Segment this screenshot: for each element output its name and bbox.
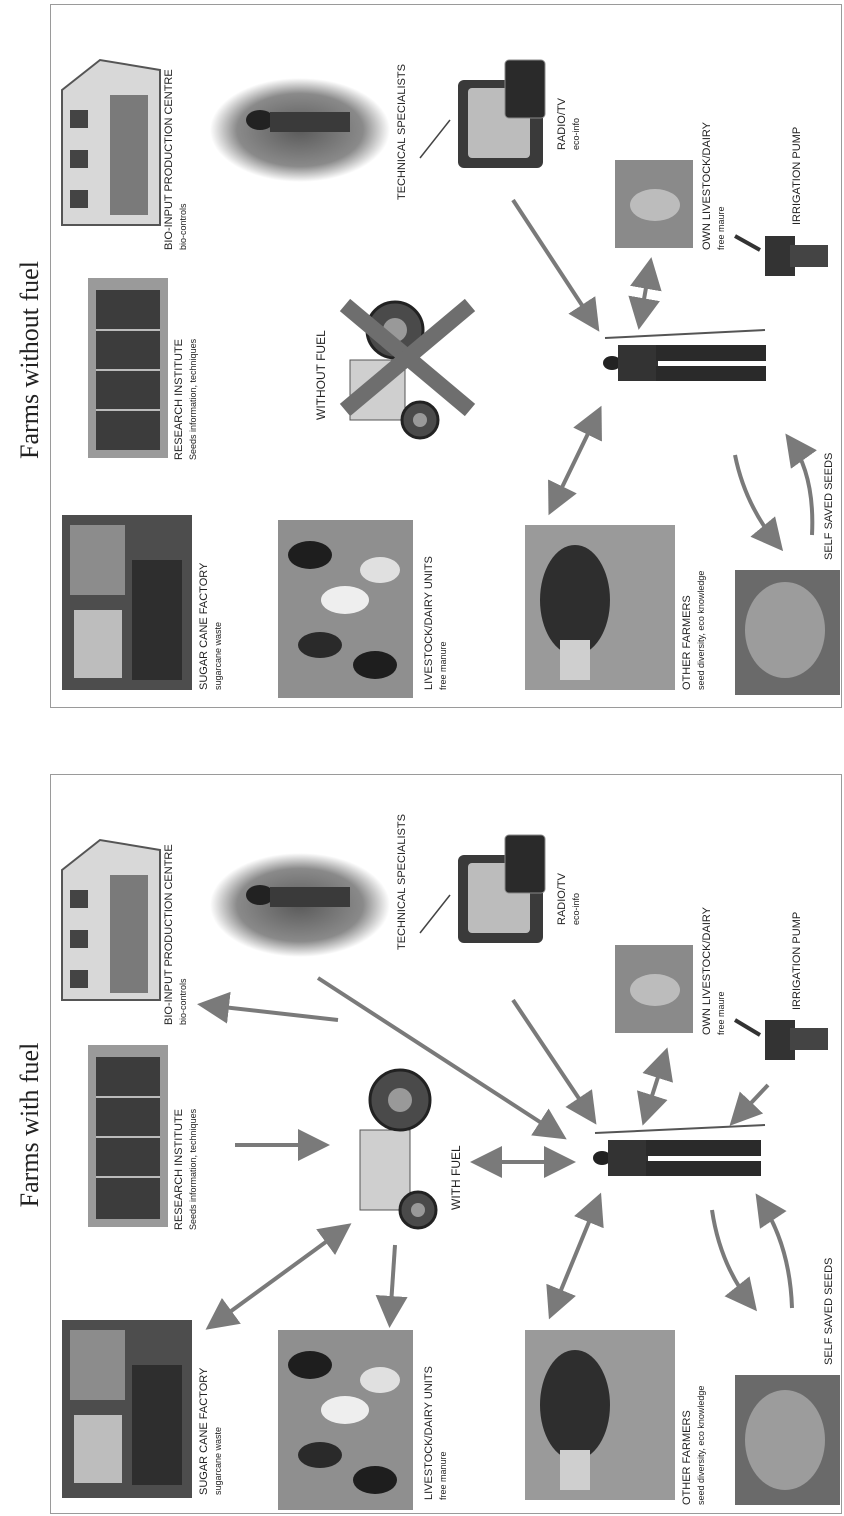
tractor-label: WITH FUEL: [449, 1145, 463, 1210]
arrow-radio-to-farmer: [513, 1000, 592, 1118]
research-institute-photo: [88, 278, 168, 458]
own-livestock-label: OWN LIVESTOCK/DAIRY: [701, 906, 713, 1035]
arrow-farmer-other-farmers: [552, 1200, 598, 1312]
other-farmers-photo: [525, 525, 675, 690]
panel-with-fuel: SUGAR CANE FACTORY sugarcane waste RESEA…: [62, 814, 840, 1510]
livestock-units-sublabel: free manure: [438, 1451, 448, 1500]
other-farmers-label: OTHER FARMERS: [681, 1410, 693, 1505]
livestock-units-photo: [278, 1330, 413, 1510]
sugar-cane-sublabel: sugarcane waste: [213, 622, 223, 690]
own-livestock-label: OWN LIVESTOCK/DAIRY: [701, 121, 713, 250]
irrigation-pump-label: IRRIGATION PUMP: [791, 912, 803, 1010]
bioinput-centre-sublabel: bio-controls: [178, 978, 188, 1025]
technical-specialists-photo: [210, 853, 390, 957]
other-farmers-photo: [525, 1330, 675, 1500]
irrigation-pump-icon: [735, 236, 828, 276]
arrow-tractor-sugar-cane: [212, 1228, 345, 1325]
other-farmers-sublabel: seed diversity, eco knowledge: [696, 1386, 706, 1505]
bioinput-centre-label: BIO-INPUT PRODUCTION CENTRE: [163, 844, 175, 1025]
arrow-specialists-to-farmer: [318, 978, 560, 1135]
research-institute-photo: [88, 1045, 168, 1227]
arrow-farmer-other-farmers: [552, 413, 598, 508]
bioinput-centre-label: BIO-INPUT PRODUCTION CENTRE: [163, 69, 175, 250]
bioinput-centre-photo: [62, 840, 160, 1000]
other-farmers-sublabel: seed diversity, eco knowledge: [696, 571, 706, 690]
technical-specialists-label: TECHNICAL SPECIALISTS: [396, 814, 408, 950]
livestock-units-sublabel: free manure: [438, 641, 448, 690]
tractor-photo: [360, 1070, 436, 1228]
arrow-tractor-to-livestock-units: [390, 1245, 395, 1320]
bioinput-centre-photo: [62, 60, 160, 225]
panel-without-fuel: SUGAR CANE FACTORY sugarcane waste RESEA…: [62, 60, 840, 698]
arrow-pump-to-farmer: [735, 1085, 768, 1120]
farmer-figure: [593, 1125, 765, 1176]
radio-tv-sublabel: eco-info: [571, 893, 581, 925]
radio-tv-label: RADIO/TV: [556, 97, 568, 150]
arrow-seeds-to-farmer: [790, 440, 812, 535]
farmer-figure: [603, 330, 766, 381]
own-livestock-photo: [615, 945, 693, 1033]
self-saved-seeds-label: SELF SAVED SEEDS: [823, 453, 835, 560]
tractor-label: WITHOUT FUEL: [314, 330, 328, 420]
seeds-photo: [735, 1375, 840, 1505]
sugar-cane-factory-photo: [62, 515, 192, 690]
sugar-cane-label: SUGAR CANE FACTORY: [198, 562, 210, 690]
radio-tv-icon: [420, 60, 545, 168]
arrow-farmer-to-seeds: [712, 1210, 752, 1305]
technical-specialists-label: TECHNICAL SPECIALISTS: [396, 64, 408, 200]
livestock-units-photo: [278, 520, 413, 698]
sugar-cane-label: SUGAR CANE FACTORY: [198, 1367, 210, 1495]
irrigation-pump-icon: [735, 1020, 828, 1060]
sugar-cane-sublabel: sugarcane waste: [213, 1427, 223, 1495]
self-saved-seeds-label: SELF SAVED SEEDS: [823, 1258, 835, 1365]
own-livestock-photo: [615, 160, 693, 248]
own-livestock-sublabel: free maure: [716, 206, 726, 250]
irrigation-pump-label: IRRIGATION PUMP: [791, 127, 803, 225]
arrow-own-livestock-farmer: [645, 1055, 665, 1118]
research-institute-label: RESEARCH INSTITUTE: [173, 1109, 185, 1230]
seeds-photo: [735, 570, 840, 695]
bioinput-centre-sublabel: bio-controls: [178, 203, 188, 250]
research-institute-sublabel: Seeds information, techniques: [188, 338, 198, 460]
own-livestock-sublabel: free maure: [716, 991, 726, 1035]
arrow-seeds-to-farmer: [760, 1200, 792, 1308]
other-farmers-label: OTHER FARMERS: [681, 595, 693, 690]
technical-specialists-photo: [210, 78, 390, 182]
livestock-units-label: LIVESTOCK/DAIRY UNITS: [423, 556, 435, 690]
livestock-units-label: LIVESTOCK/DAIRY UNITS: [423, 1366, 435, 1500]
radio-tv-icon: [420, 835, 545, 943]
arrow-farmer-to-seeds: [735, 455, 778, 545]
arrow-radio-to-farmer: [513, 200, 595, 325]
arrow-tractor-to-bioinput: [205, 1005, 338, 1020]
research-institute-sublabel: Seeds information, techniques: [188, 1108, 198, 1230]
radio-tv-label: RADIO/TV: [556, 872, 568, 925]
arrow-own-livestock-farmer: [640, 265, 650, 322]
research-institute-label: RESEARCH INSTITUTE: [173, 339, 185, 460]
radio-tv-sublabel: eco-info: [571, 118, 581, 150]
sugar-cane-factory-photo: [62, 1320, 192, 1498]
